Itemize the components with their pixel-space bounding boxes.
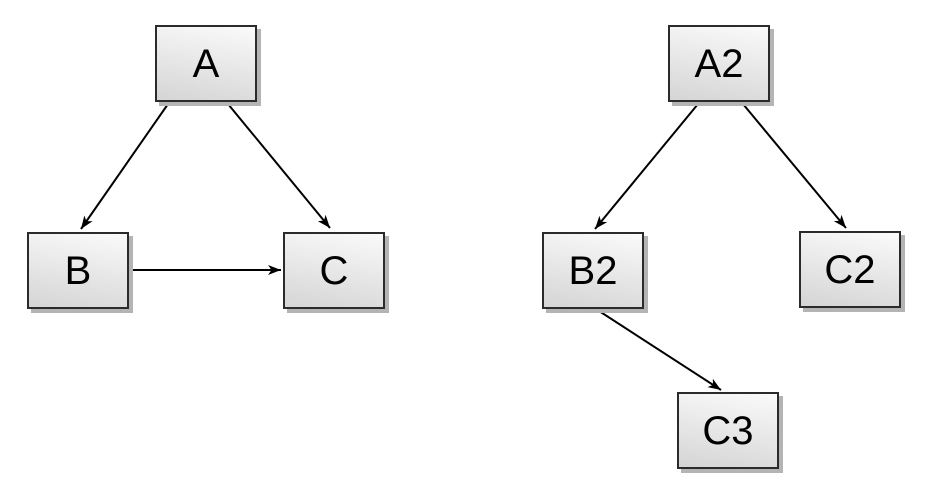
edge-a-to-b[interactable] (80, 103, 169, 230)
node-a2[interactable]: A2 (668, 25, 770, 102)
node-b-label: B (64, 248, 92, 293)
node-b2[interactable]: B2 (542, 232, 644, 309)
edge-a2-to-b2[interactable] (594, 103, 699, 230)
node-b2-label: B2 (568, 248, 618, 293)
edge-b2-to-c3[interactable] (595, 308, 722, 391)
node-a2-label: A2 (694, 41, 744, 86)
node-a-label: A (192, 41, 220, 86)
edge-a2-to-c2[interactable] (742, 103, 847, 229)
node-b[interactable]: B (27, 232, 129, 309)
edge-a-to-c[interactable] (227, 103, 331, 229)
node-c[interactable]: C (283, 232, 385, 309)
node-c3-label: C3 (702, 408, 754, 453)
node-a[interactable]: A (155, 25, 257, 102)
node-c-label: C (319, 248, 349, 293)
node-c3[interactable]: C3 (677, 392, 779, 469)
node-c2[interactable]: C2 (799, 231, 901, 308)
node-c2-label: C2 (824, 247, 876, 292)
